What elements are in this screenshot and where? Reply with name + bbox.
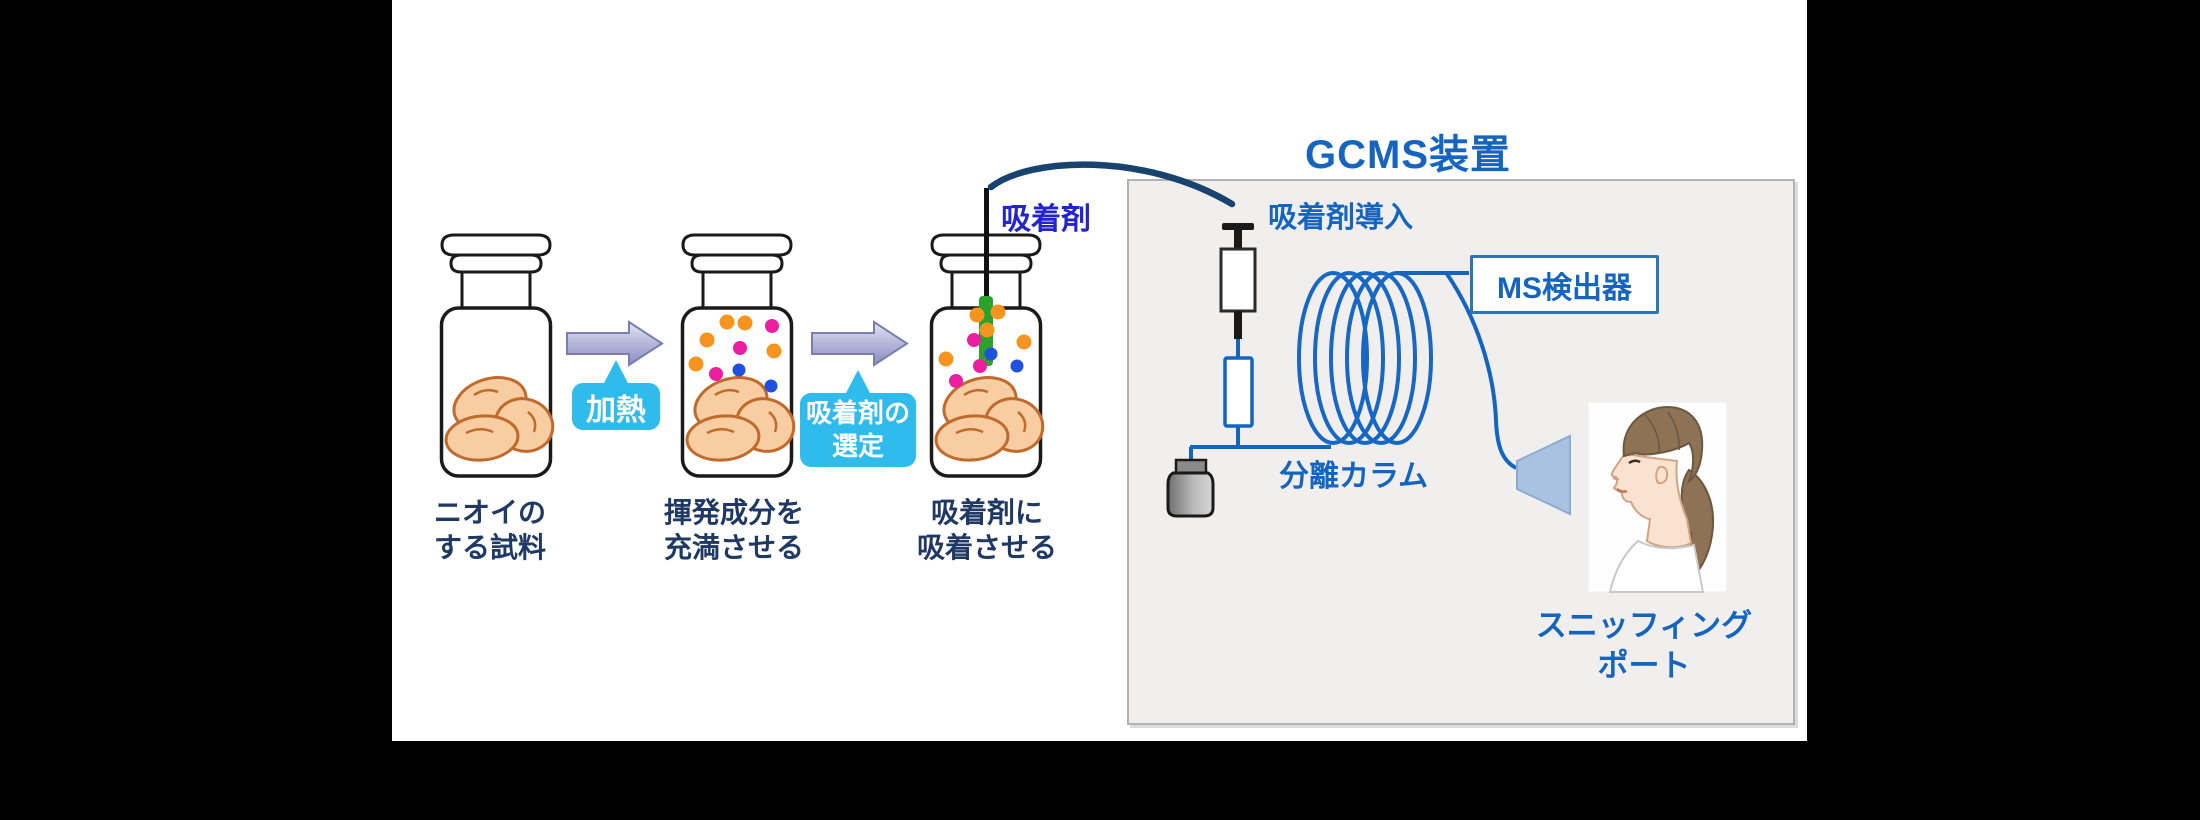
ms-detector-box: MS検出器 (1470, 255, 1659, 314)
column-outlet-line (1445, 272, 1518, 470)
sample-vial-1 (439, 233, 562, 478)
vial-3-caption: 吸着剤に 吸着させる (877, 495, 1097, 565)
adsorbent-trap-tube (1223, 356, 1254, 428)
vial-2-caption: 揮発成分を 充満させる (624, 495, 844, 565)
caption-line: 揮発成分を (663, 497, 804, 528)
sniffing-horn-icon (1516, 434, 1571, 516)
sniffing-port-line: ポート (1597, 648, 1691, 683)
selection-badge-line: 選定 (831, 431, 884, 461)
waste-vial-icon (1166, 458, 1215, 518)
adsorbent-needle-line (984, 188, 989, 362)
adsorbent-inlet-label: 吸着剤導入 (1268, 202, 1414, 234)
vapor-dots-vial-3 (938, 304, 1032, 388)
ms-detector-label: MS検出器 (1497, 271, 1632, 305)
process-arrow-1 (566, 320, 664, 367)
caption-line: 吸着させる (916, 532, 1057, 563)
selection-badge-line: 吸着剤の (805, 398, 910, 428)
vial-1-caption: ニオイの する試料 (380, 495, 600, 565)
syringe-icon (1219, 223, 1257, 339)
gcms-title: GCMS装置 (1305, 133, 1511, 177)
vapor-dots-vial-2 (688, 314, 782, 393)
adsorbent-pointer-label: 吸着剤 (1001, 203, 1091, 236)
sniffing-port-label: スニッフィング ポート (1519, 606, 1769, 686)
caption-line: する試料 (433, 532, 546, 563)
transfer-arc-line (987, 161, 1236, 208)
sample-vial-2 (680, 233, 803, 478)
heat-badge-label: 加熱 (586, 393, 646, 427)
separation-column-coil (1297, 271, 1433, 445)
sniffing-port-line: スニッフィング (1535, 608, 1753, 643)
caption-line: ニオイの (433, 497, 546, 528)
caption-line: 充満させる (663, 532, 804, 563)
heat-badge: 加熱 (572, 360, 660, 430)
adsorbent-selection-badge: 吸着剤の 選定 (800, 370, 916, 467)
process-arrow-2 (811, 320, 909, 367)
caption-line: 吸着剤に (930, 497, 1043, 528)
separation-column-label: 分離カラム (1279, 460, 1429, 493)
woman-profile-illustration (1608, 405, 1715, 593)
